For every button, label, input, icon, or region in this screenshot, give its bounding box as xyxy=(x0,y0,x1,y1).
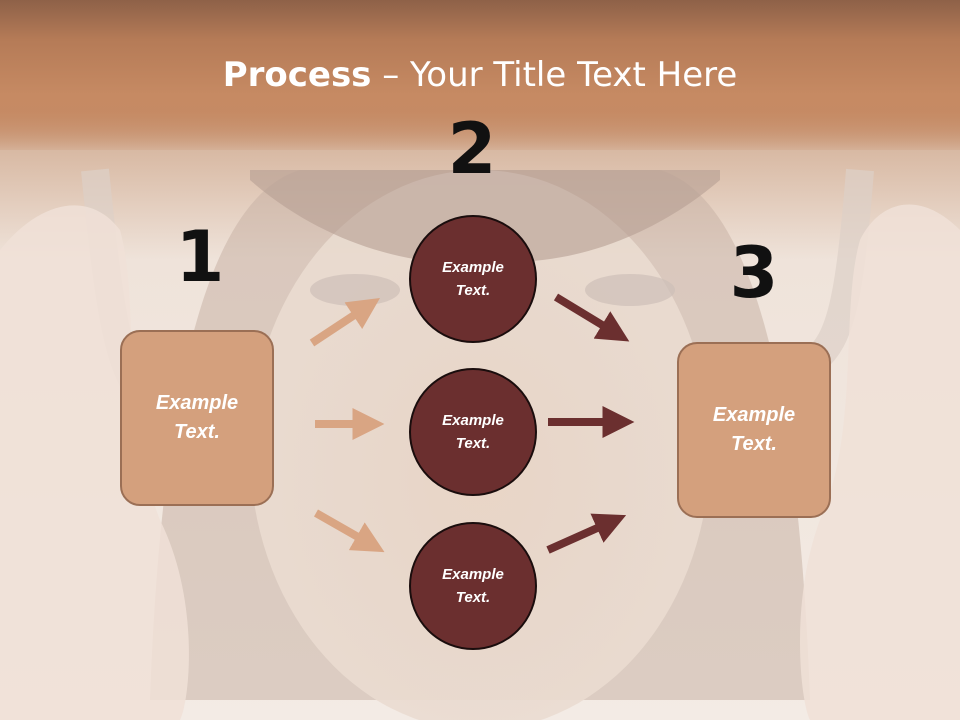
step-number-3: 3 xyxy=(729,232,779,314)
circle-middle-text: Example Text. xyxy=(442,412,504,452)
left-box[interactable]: Example Text. xyxy=(120,330,274,506)
circle-middle[interactable]: Example Text. xyxy=(409,368,537,496)
arrow-top-circle-to-box xyxy=(553,293,630,342)
arrow-bottom-circle-to-box xyxy=(546,513,627,554)
step-number-1: 1 xyxy=(175,216,225,298)
arrow-box-to-bottom-circle xyxy=(314,509,385,553)
right-box[interactable]: Example Text. xyxy=(677,342,831,518)
page-title: Process – Your Title Text Here xyxy=(0,52,960,98)
title-bold: Process xyxy=(222,55,372,95)
arrow-box-to-top-circle xyxy=(309,298,381,347)
circle-top-text: Example Text. xyxy=(442,259,504,299)
title-rest: – Your Title Text Here xyxy=(371,55,738,95)
title-bar xyxy=(0,0,960,150)
left-box-text: Example Text. xyxy=(155,392,239,443)
circle-bottom[interactable]: Example Text. xyxy=(409,522,537,650)
right-box-text: Example Text. xyxy=(712,404,796,455)
circle-top[interactable]: Example Text. xyxy=(409,215,537,343)
circle-bottom-text: Example Text. xyxy=(442,566,504,606)
step-number-2: 2 xyxy=(447,108,497,190)
